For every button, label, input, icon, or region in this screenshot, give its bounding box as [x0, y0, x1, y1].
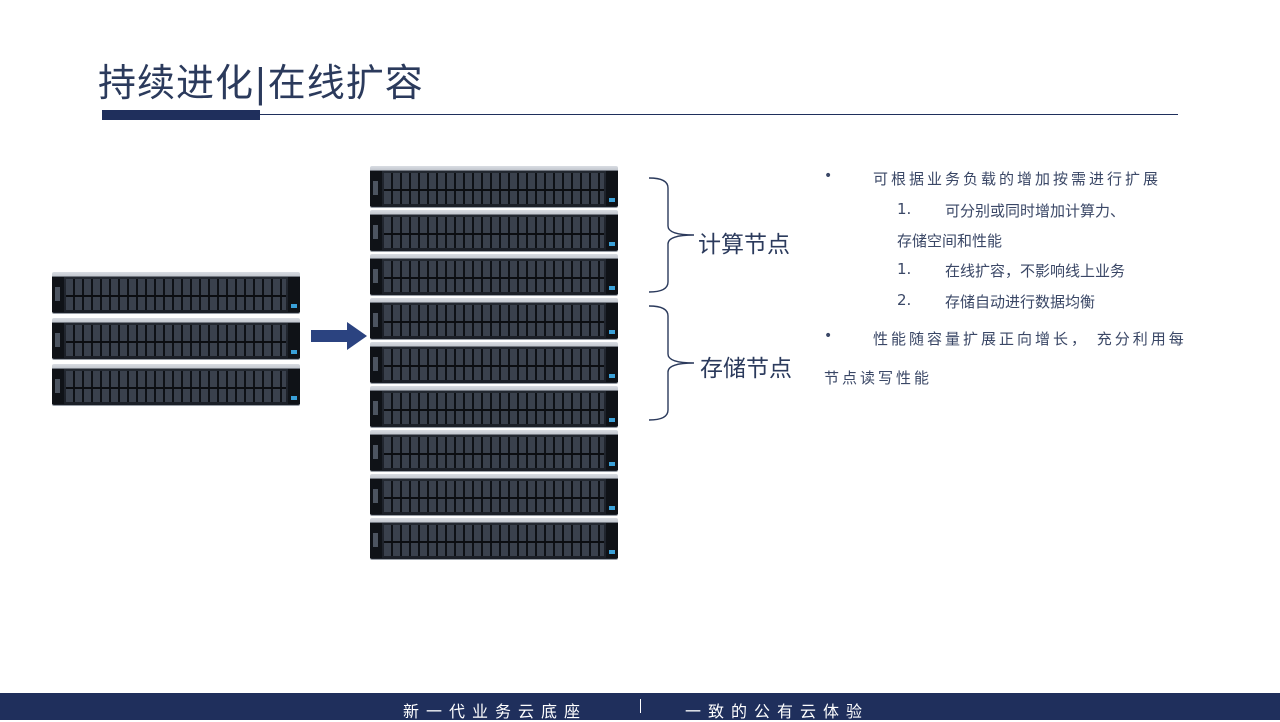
rack-server-icon — [370, 518, 618, 559]
storage-bracket — [648, 305, 695, 421]
sub-item-continuation: 存储空间和性能 — [897, 232, 1003, 250]
sub-item-text: 可分别或同时增加计算力、 — [945, 202, 1126, 220]
title-underline-accent — [102, 110, 260, 120]
sub-item-text: 在线扩容，不影响线上业务 — [945, 262, 1126, 280]
bullet-text: 可根据业务负载的增加按需进行扩展 — [873, 170, 1162, 188]
bullet-marker: • — [824, 328, 833, 344]
bullet-continuation: 节点读写性能 — [824, 369, 933, 387]
rack-server-icon — [370, 474, 618, 515]
compute-node-label: 计算节点 — [698, 232, 790, 258]
sub-item-number: 1. — [897, 200, 912, 218]
footer-left-slogan: 新一代业务云底座 — [403, 702, 588, 721]
rack-server-icon — [370, 430, 618, 471]
sub-item-number: 2. — [897, 291, 912, 309]
rack-server-icon — [370, 166, 618, 207]
storage-node-label: 存储节点 — [700, 356, 792, 382]
rack-server-icon — [370, 386, 618, 427]
footer-divider — [640, 699, 641, 713]
right-arrow-icon — [311, 322, 367, 350]
bullet-text: 性能随容量扩展正向增长， 充分利用每 — [873, 330, 1187, 348]
rack-server-icon — [370, 210, 618, 251]
footer-right-slogan: 一致的公有云体验 — [685, 702, 870, 721]
title-underline — [260, 114, 1178, 115]
rack-server-icon — [52, 364, 300, 405]
rack-server-icon — [52, 318, 300, 359]
bullet-marker: • — [824, 168, 833, 184]
sub-item-number: 1. — [897, 260, 912, 278]
compute-bracket — [648, 177, 695, 293]
rack-server-icon — [370, 254, 618, 295]
page-title: 持续进化|在线扩容 — [98, 61, 424, 105]
rack-server-icon — [52, 272, 300, 313]
rack-server-icon — [370, 298, 618, 339]
sub-item-text: 存储自动进行数据均衡 — [945, 293, 1096, 311]
footer-bar: 新一代业务云底座 一致的公有云体验 — [0, 693, 1280, 721]
rack-server-icon — [370, 342, 618, 383]
